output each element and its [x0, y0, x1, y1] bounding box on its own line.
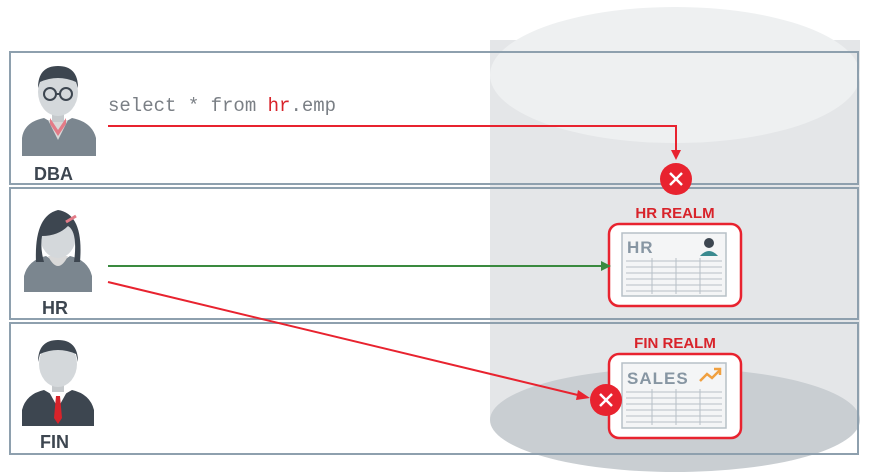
dba-avatar	[22, 66, 96, 156]
trend-up-icon	[699, 367, 722, 382]
fin-avatar	[22, 340, 94, 426]
lane-hr	[9, 187, 859, 320]
access-denied-icon	[660, 163, 692, 195]
fin-label: FIN	[40, 432, 69, 452]
lane-fin	[9, 322, 859, 455]
lane-dba	[9, 51, 859, 185]
fin-card-title: SALES	[627, 369, 689, 388]
connector-dba-to-hr-realm	[108, 125, 681, 160]
person-icon	[700, 238, 718, 256]
hr-label: HR	[42, 298, 68, 318]
connector-hr-to-fin-realm	[107, 281, 590, 400]
dba-label: DBA	[34, 164, 73, 184]
fin-data-card: SALES	[621, 362, 727, 429]
fin-realm-label: FIN REALM	[634, 335, 716, 352]
database-top	[490, 7, 860, 143]
hr-card-title: HR	[627, 238, 654, 257]
sql-query: select * from hr.emp	[108, 95, 336, 117]
hr-data-card: HR	[621, 232, 727, 297]
hr-realm-label: HR REALM	[635, 205, 714, 222]
hr-avatar	[24, 210, 92, 292]
connector-hr-to-hr-realm	[108, 261, 611, 271]
access-denied-icon	[590, 384, 622, 416]
